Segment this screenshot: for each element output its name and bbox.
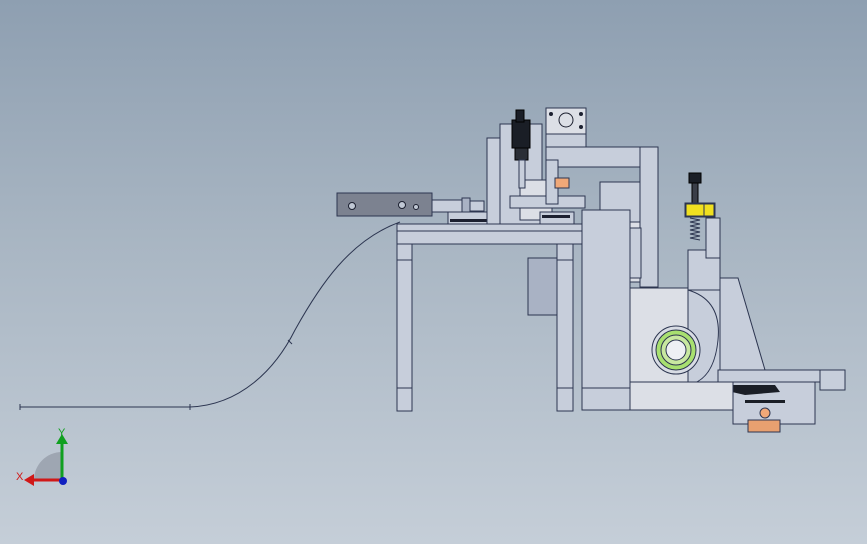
spring xyxy=(689,217,701,241)
z-axis-dot xyxy=(59,477,67,485)
bolt-hole xyxy=(348,202,356,210)
x-axis-head xyxy=(24,474,34,486)
rod-connector xyxy=(431,199,463,213)
bottom-strip xyxy=(629,381,734,411)
motor-shaft xyxy=(558,112,574,128)
left-leg xyxy=(396,243,413,412)
motor-bolt xyxy=(549,112,553,116)
base-plate-end xyxy=(819,369,846,391)
leg-bracket xyxy=(527,257,558,316)
pusher-pin xyxy=(759,407,771,419)
cable-tick-3 xyxy=(287,339,293,345)
coordinate-triad: Y X xyxy=(16,427,68,486)
top-beam xyxy=(545,146,643,168)
table-top-plate xyxy=(396,223,583,245)
x-axis-label: X xyxy=(16,471,24,483)
motor-mount xyxy=(545,133,587,149)
right-plate-inner xyxy=(705,217,721,259)
pusher-clip xyxy=(730,385,780,395)
adjuster-stem xyxy=(691,182,699,204)
bearing-bore xyxy=(665,339,687,361)
middle-leg xyxy=(556,243,574,412)
gripper-rod xyxy=(518,159,526,189)
y-axis-label: Y xyxy=(58,427,66,439)
jaw-strip xyxy=(542,215,570,218)
orange-block xyxy=(554,177,570,189)
right-column xyxy=(639,146,659,288)
cable xyxy=(20,221,401,408)
gripper-cylinder-fitting xyxy=(514,147,529,161)
yellow-block xyxy=(685,203,715,217)
slider-strip xyxy=(450,219,508,222)
adjuster-knob xyxy=(688,172,702,184)
y-axis-head xyxy=(56,434,68,444)
pusher-slot xyxy=(745,400,785,403)
bolt-hole xyxy=(398,201,406,209)
motor-bolt xyxy=(579,112,583,116)
motor-bolt xyxy=(579,125,583,129)
base-plate xyxy=(717,369,824,383)
bolt-hole xyxy=(413,204,419,210)
main-body xyxy=(581,209,631,411)
gripper-cylinder-cap xyxy=(515,109,525,123)
angled-gusset xyxy=(719,277,766,371)
triad-plane xyxy=(34,452,62,480)
gripper-cylinder-body xyxy=(511,119,531,149)
rod-end xyxy=(469,200,485,212)
roller xyxy=(747,419,781,433)
